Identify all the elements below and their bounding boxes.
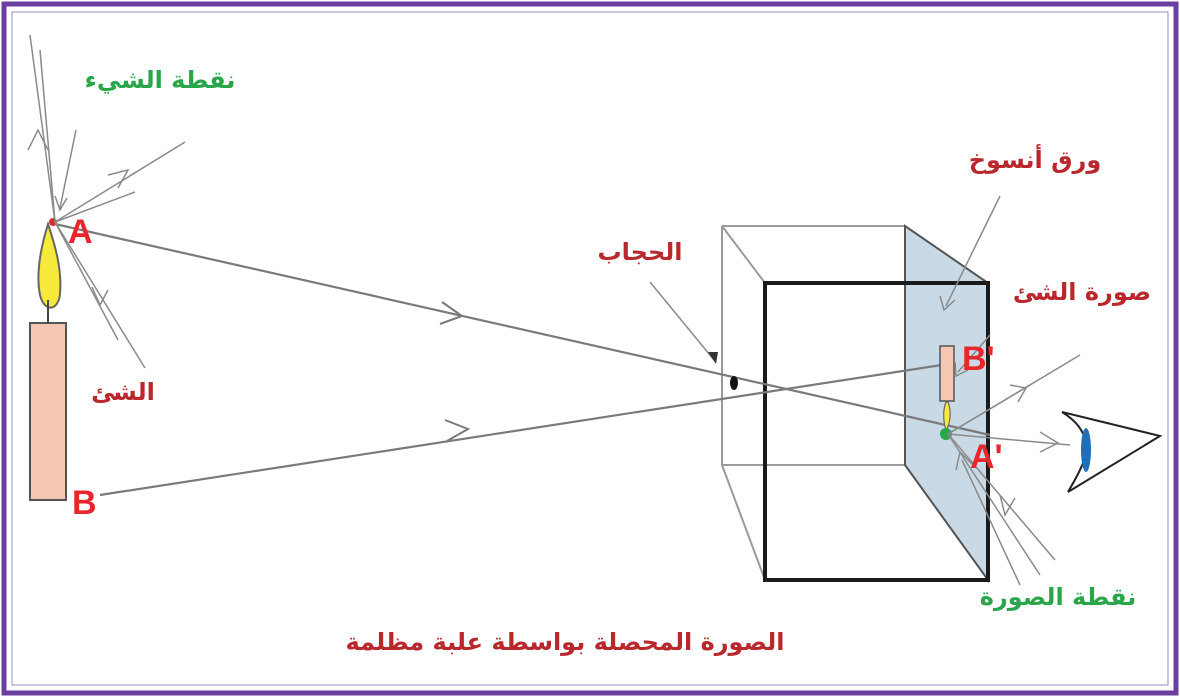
ray-b-arrow <box>444 419 471 442</box>
ray-b <box>99 362 949 497</box>
tracing-paper-pointer <box>945 195 1001 307</box>
inner-border <box>11 11 1169 686</box>
exit-ray-2 <box>947 381 1036 435</box>
scatter-ray-1 <box>29 34 56 223</box>
image-candle-body <box>939 345 955 402</box>
point-b-prime-label: B' <box>962 340 995 378</box>
ray-a <box>54 222 991 437</box>
box-depth-top-left <box>721 225 766 284</box>
exit-ray-4 <box>947 433 1056 561</box>
exit-ray-2-arrow <box>1009 384 1028 403</box>
point-b-label: B <box>72 484 97 522</box>
candle-icon <box>29 218 67 501</box>
pinhole-pointer-head <box>708 352 718 364</box>
eye-icon <box>1061 411 1163 493</box>
candle-body <box>29 322 67 501</box>
image-point-pointer <box>961 459 1021 586</box>
scatter-ray-5 <box>54 221 146 369</box>
diagram-caption: الصورة المحصلة بواسطة علبة مظلمة <box>345 628 784 656</box>
tracing-paper-label: ورق أنسوخ <box>969 144 1102 174</box>
ray-a-arrow <box>439 301 465 325</box>
object-point-pointer-head <box>54 195 68 212</box>
object-image-pointer-head <box>954 361 969 378</box>
image-point-pointer-head <box>955 450 973 471</box>
image-point-dot <box>940 428 952 440</box>
tracing-paper-pointer-head <box>939 295 956 312</box>
scatter-ray-6 <box>54 221 119 341</box>
exit-ray-4-arrow <box>999 494 1016 517</box>
exit-ray-5 <box>947 433 1041 576</box>
candle-flame <box>37 220 62 309</box>
eye-pupil <box>1081 428 1091 472</box>
object-image-label: صورة الشئ <box>1013 278 1151 306</box>
point-a-prime-label: A' <box>970 438 1003 476</box>
object-label: الشئ <box>91 378 155 406</box>
object-point-pointer <box>59 129 77 209</box>
scatter-ray-3-arrow <box>107 168 130 189</box>
box-front-face <box>763 281 990 582</box>
scatter-ray-4 <box>54 191 136 223</box>
point-a-label: A <box>68 213 93 251</box>
pinhole-pointer <box>649 281 715 361</box>
pinhole-label: الحجاب <box>598 238 683 266</box>
object-image-pointer <box>957 334 991 373</box>
exit-ray-3 <box>947 433 1071 446</box>
scatter-ray-1-arrow <box>27 128 49 151</box>
scatter-ray-3 <box>54 141 186 223</box>
scatter-ray-2 <box>39 49 56 223</box>
image-point-label: نقطة الصورة <box>980 583 1137 611</box>
box-depth-bottom-left <box>721 464 766 581</box>
exit-ray-3-arrow <box>1039 431 1060 453</box>
object-point-label: نقطة الشيء <box>85 66 236 94</box>
pinhole-dot <box>730 376 738 390</box>
